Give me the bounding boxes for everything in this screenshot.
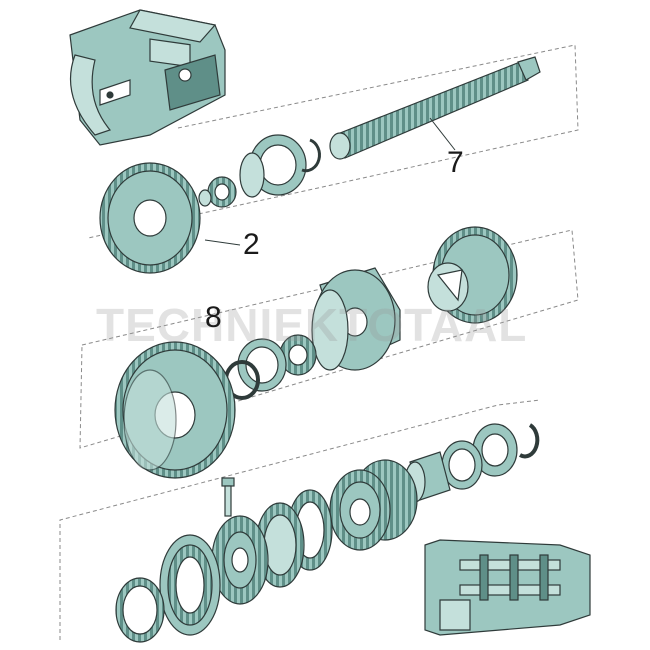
synchro-ring-outer xyxy=(115,577,165,643)
leader-line-gear xyxy=(204,239,241,246)
gearbox-housing xyxy=(69,9,226,146)
detent-pin xyxy=(221,477,235,517)
callout-number-gear: 2 xyxy=(243,228,260,261)
dashed-frame-gear-group xyxy=(79,229,579,449)
circlip-upper xyxy=(301,138,321,173)
double-gear-lower xyxy=(329,459,418,551)
dashed-frame-shaft-group xyxy=(87,44,579,239)
washer-lower xyxy=(441,440,483,490)
callout-number-shaft: 7 xyxy=(447,146,464,179)
leader-line-shaft xyxy=(429,117,456,151)
synchro-sleeve xyxy=(159,534,221,636)
needle-bearing-upper xyxy=(198,176,237,208)
watermark-text: TECHNIEKTOTAAL xyxy=(96,299,528,351)
gearbox-cutaway xyxy=(424,539,591,636)
dashed-frame-synchro-group xyxy=(59,399,541,640)
cylinder-hub xyxy=(311,267,401,371)
circlip-lower xyxy=(518,423,540,459)
helical-gear-right xyxy=(427,226,518,324)
thrust-washer-middle xyxy=(237,338,287,392)
spur-gear-upper xyxy=(99,162,201,274)
bearing-ring-upper xyxy=(239,134,307,198)
spline-shaft xyxy=(329,56,541,160)
callout-number-assembly: 8 xyxy=(205,301,222,334)
bearing-ring-lower xyxy=(472,423,518,477)
bushing-lower xyxy=(404,451,451,503)
spur-gear-large xyxy=(114,341,236,479)
synchro-hub xyxy=(211,515,269,605)
